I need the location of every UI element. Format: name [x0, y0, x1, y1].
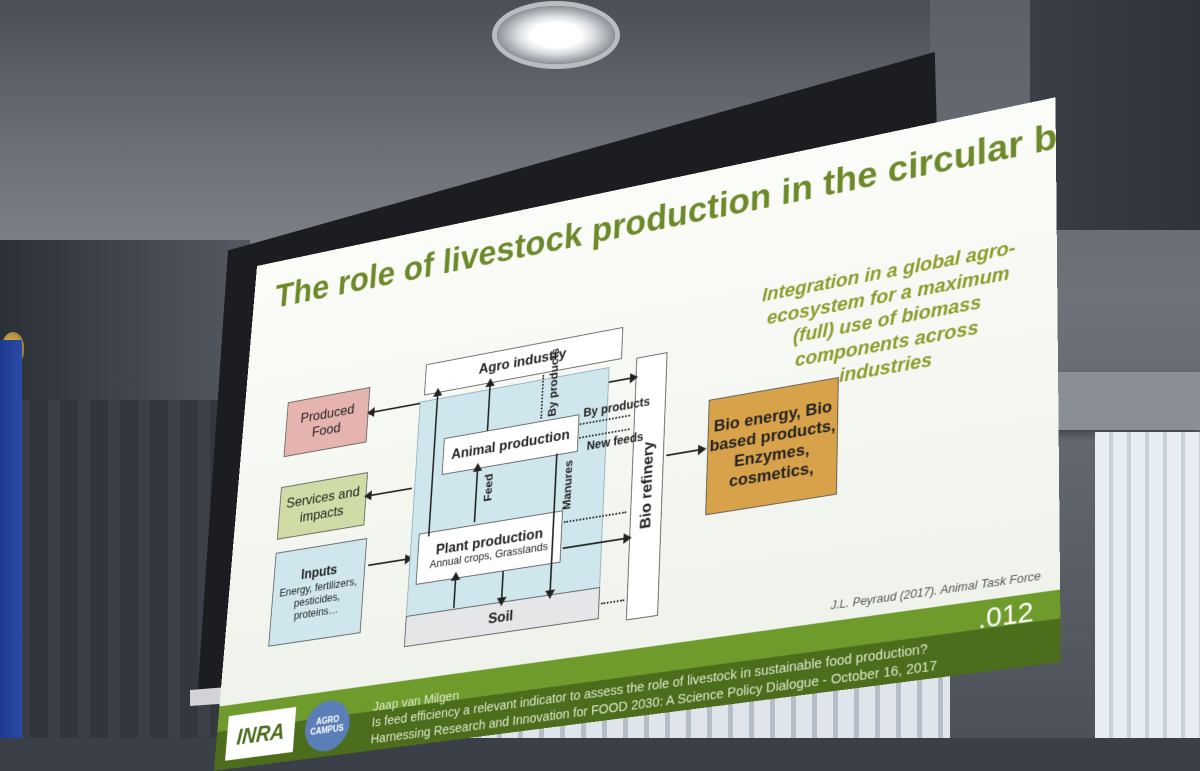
- curtain: [0, 400, 230, 738]
- wall-ledge: [945, 372, 1200, 430]
- window-blinds: [1095, 432, 1200, 738]
- ceiling-spotlight: [497, 6, 615, 64]
- ceiling-beam: [1030, 0, 1200, 230]
- flag: [0, 340, 22, 738]
